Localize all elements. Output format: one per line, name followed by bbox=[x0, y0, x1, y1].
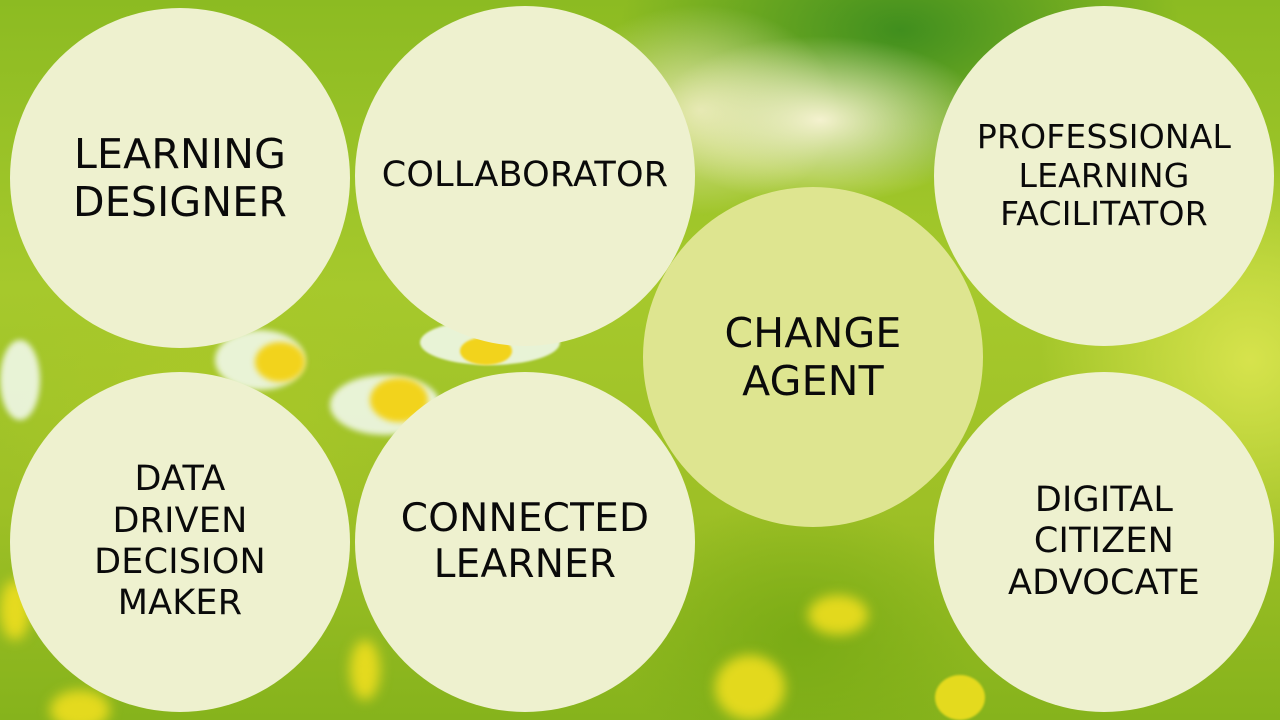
yellow-flower bbox=[350, 640, 380, 700]
yellow-flower bbox=[808, 595, 868, 635]
yellow-flower bbox=[935, 675, 985, 720]
daisy-petals bbox=[0, 340, 40, 420]
circle-connected-learner: CONNECTED LEARNER bbox=[355, 372, 695, 712]
circle-professional-learning-facilitator: PROFESSIONAL LEARNING FACILITATOR bbox=[934, 6, 1274, 346]
circle-learning-designer: LEARNING DESIGNER bbox=[10, 8, 350, 348]
circle-label: CONNECTED LEARNER bbox=[400, 495, 650, 587]
yellow-flower bbox=[715, 655, 785, 720]
circle-label: DIGITAL CITIZEN ADVOCATE bbox=[1008, 480, 1200, 603]
circle-collaborator: COLLABORATOR bbox=[355, 6, 695, 346]
circle-label: DATA DRIVEN DECISION MAKER bbox=[94, 459, 266, 624]
circle-label: PROFESSIONAL LEARNING FACILITATOR bbox=[976, 116, 1232, 234]
daisy-center bbox=[255, 342, 305, 382]
circle-label: COLLABORATOR bbox=[381, 155, 669, 196]
circle-digital-citizen-advocate: DIGITAL CITIZEN ADVOCATE bbox=[934, 372, 1274, 712]
circle-data-driven-decision-maker: DATA DRIVEN DECISION MAKER bbox=[10, 372, 350, 712]
circle-change-agent: CHANGE AGENT bbox=[643, 187, 983, 527]
yellow-flower bbox=[50, 690, 110, 720]
circle-label: CHANGE AGENT bbox=[724, 308, 902, 405]
circle-label: LEARNING DESIGNER bbox=[72, 129, 288, 226]
